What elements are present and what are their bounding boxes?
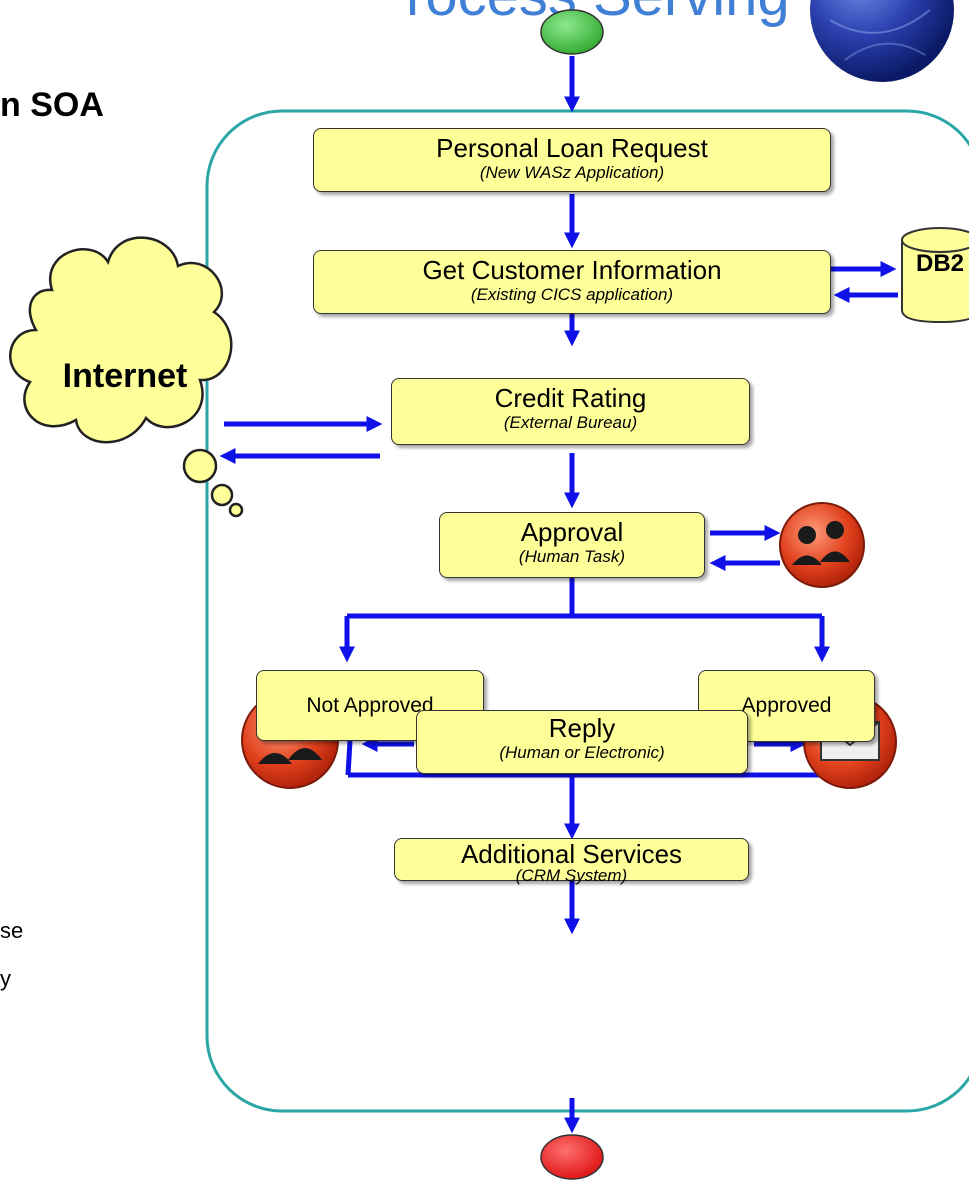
start-node xyxy=(540,9,604,55)
step-subtitle: (New WASz Application) xyxy=(479,163,665,182)
step-credit-rating: Credit Rating (External Bureau) xyxy=(391,378,750,445)
step-title: Not Approved xyxy=(306,693,434,717)
page-subtitle: n SOA xyxy=(0,86,104,124)
step-additional-services: Additional Services (CRM System) xyxy=(394,838,749,885)
step-personal-loan-request: Personal Loan Request (New WASz Applicat… xyxy=(313,128,831,192)
internet-cloud-icon xyxy=(9,236,244,518)
process-container xyxy=(205,109,969,1113)
step-title: Approval xyxy=(520,517,624,547)
people-icon xyxy=(779,502,865,588)
left-text-fragment: se xyxy=(0,918,24,943)
db2-label: DB2 xyxy=(915,250,964,277)
step-title: Reply xyxy=(548,713,616,743)
step-reply: Reply (Human or Electronic) xyxy=(416,710,748,774)
internet-label: Internet xyxy=(62,357,188,395)
db2-database-icon xyxy=(901,227,969,324)
end-node xyxy=(540,1134,604,1180)
step-approved: Approved xyxy=(698,670,875,742)
split-connector xyxy=(347,578,822,619)
step-subtitle: (Human Task) xyxy=(518,547,626,566)
step-get-customer-information: Get Customer Information (Existing CICS … xyxy=(313,250,831,314)
step-subtitle: (Human or Electronic) xyxy=(499,743,665,762)
step-title: Personal Loan Request xyxy=(436,133,708,163)
step-title: Credit Rating xyxy=(494,383,647,413)
step-approval: Approval (Human Task) xyxy=(439,512,705,578)
step-subtitle: (External Bureau) xyxy=(503,413,638,432)
step-title: Additional Services xyxy=(460,839,683,869)
left-text-fragment: y xyxy=(0,966,11,991)
step-title: Approved xyxy=(741,694,832,717)
step-title: Get Customer Information xyxy=(422,255,722,285)
step-subtitle: (Existing CICS application) xyxy=(470,285,674,304)
globe-icon xyxy=(810,0,954,82)
step-subtitle: (CRM System) xyxy=(515,866,628,885)
